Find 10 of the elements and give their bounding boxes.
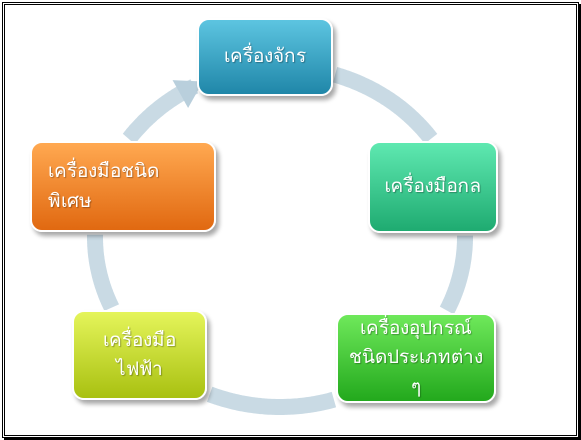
box-label: เครื่องอุปกรณ์ชนิดประเภทต่าง ๆ — [348, 314, 484, 400]
process-box — [336, 313, 496, 403]
process-box — [72, 310, 207, 400]
process-box — [30, 141, 216, 232]
process-box — [368, 141, 498, 233]
process-box — [197, 18, 333, 96]
box-label: เครื่องมือไฟฟ้า — [102, 326, 177, 382]
box-label: เครื่องจักร — [224, 42, 306, 72]
box-label: เครื่องมือกล — [384, 172, 482, 202]
box-label: เครื่องมือชนิดพิเศษ — [48, 157, 198, 216]
